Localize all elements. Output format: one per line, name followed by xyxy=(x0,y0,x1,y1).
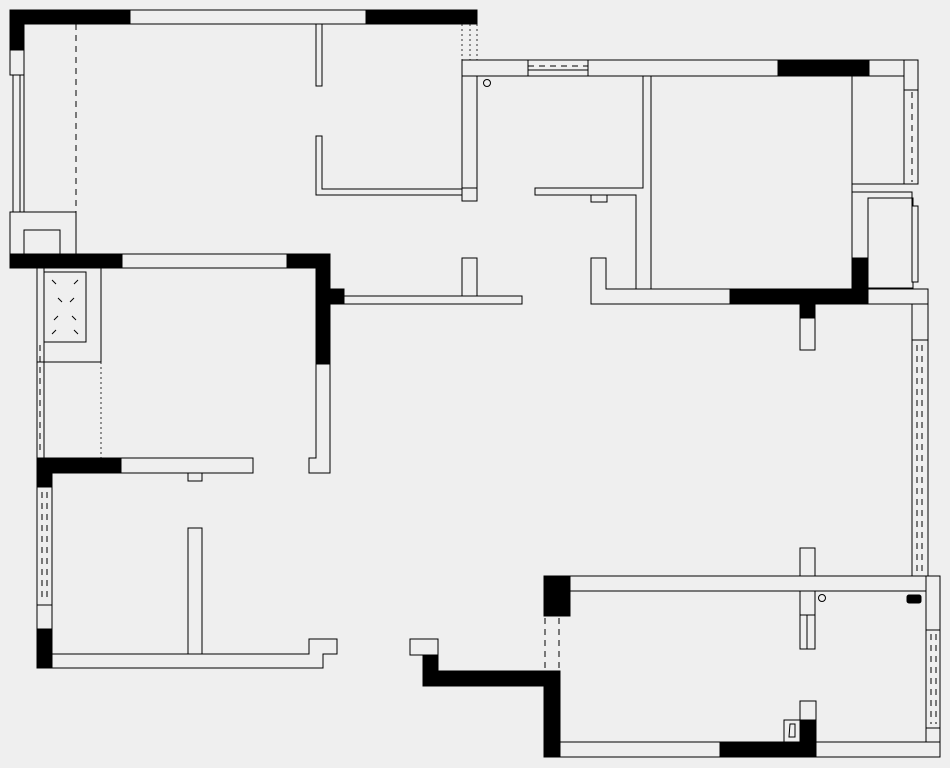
room-top-right xyxy=(729,59,929,351)
shower-mark xyxy=(51,279,57,285)
solid-wall xyxy=(9,9,131,25)
room-top-left xyxy=(9,9,478,255)
wall-segment xyxy=(409,638,439,656)
solid-wall xyxy=(799,719,817,758)
solid-wall xyxy=(36,628,53,669)
solid-wall xyxy=(315,253,331,365)
wall-segment xyxy=(815,741,941,758)
solid-wall xyxy=(729,288,869,305)
column xyxy=(799,317,816,351)
window-left xyxy=(9,49,25,76)
wall-segment xyxy=(903,59,919,91)
partition xyxy=(590,257,731,305)
shower-mark xyxy=(71,315,77,321)
partition xyxy=(187,527,203,655)
window-right xyxy=(911,303,929,341)
solid-wall xyxy=(799,303,816,319)
pipe-circle xyxy=(483,79,491,87)
wall-segment xyxy=(925,575,941,631)
wall-segment xyxy=(36,604,53,630)
solid-wall xyxy=(543,670,561,758)
wall-segment xyxy=(559,741,721,758)
shower-mark xyxy=(57,297,63,303)
shower-mark xyxy=(73,329,79,335)
solid-wall xyxy=(329,288,345,305)
fireplace xyxy=(23,229,61,255)
window-top xyxy=(121,253,288,269)
window-right xyxy=(911,339,929,577)
solid-wall xyxy=(9,9,25,51)
toilet-box xyxy=(783,719,801,743)
wall-segment xyxy=(308,363,331,474)
window-right xyxy=(911,205,919,283)
wall-segment xyxy=(461,61,478,189)
partition xyxy=(315,23,323,87)
pipe-circle xyxy=(818,594,826,602)
window-top xyxy=(527,59,589,77)
window-top xyxy=(129,9,367,25)
shower-tray xyxy=(43,271,87,343)
solid-wall xyxy=(777,59,870,77)
right-window xyxy=(911,303,929,577)
shower-mark xyxy=(53,315,59,321)
wall-segment xyxy=(867,288,929,305)
solid-wall xyxy=(365,9,478,25)
corridor-top xyxy=(461,59,779,305)
fixture xyxy=(906,594,922,604)
solid-wall xyxy=(543,575,571,617)
solid-wall xyxy=(36,457,122,474)
wall-line xyxy=(852,191,913,206)
window-right xyxy=(903,89,919,185)
wall-segment xyxy=(120,457,254,474)
small-block xyxy=(187,472,203,482)
wall-segment xyxy=(569,575,941,592)
wall-segment xyxy=(461,187,478,202)
room-bottom-left xyxy=(36,457,338,669)
partition xyxy=(315,135,463,196)
toilet-icon xyxy=(788,723,796,738)
window-right xyxy=(925,629,941,729)
wall-segment xyxy=(587,59,779,77)
partition xyxy=(534,75,652,290)
wall-segment xyxy=(867,197,914,289)
partition xyxy=(343,295,523,305)
small-block xyxy=(590,194,608,203)
column xyxy=(799,547,816,577)
shower-mark xyxy=(51,329,57,335)
column xyxy=(461,257,478,297)
wall-segment xyxy=(51,638,338,669)
shower-mark xyxy=(73,279,79,285)
column xyxy=(799,590,816,616)
column xyxy=(799,700,817,721)
shower-mark xyxy=(69,297,75,303)
solid-wall xyxy=(9,253,123,269)
wall-segment xyxy=(461,59,529,77)
room-middle-left xyxy=(9,253,523,474)
room-bottom-right xyxy=(409,547,941,758)
solid-wall xyxy=(422,654,545,687)
window-left xyxy=(36,486,53,606)
solid-wall xyxy=(36,472,53,488)
